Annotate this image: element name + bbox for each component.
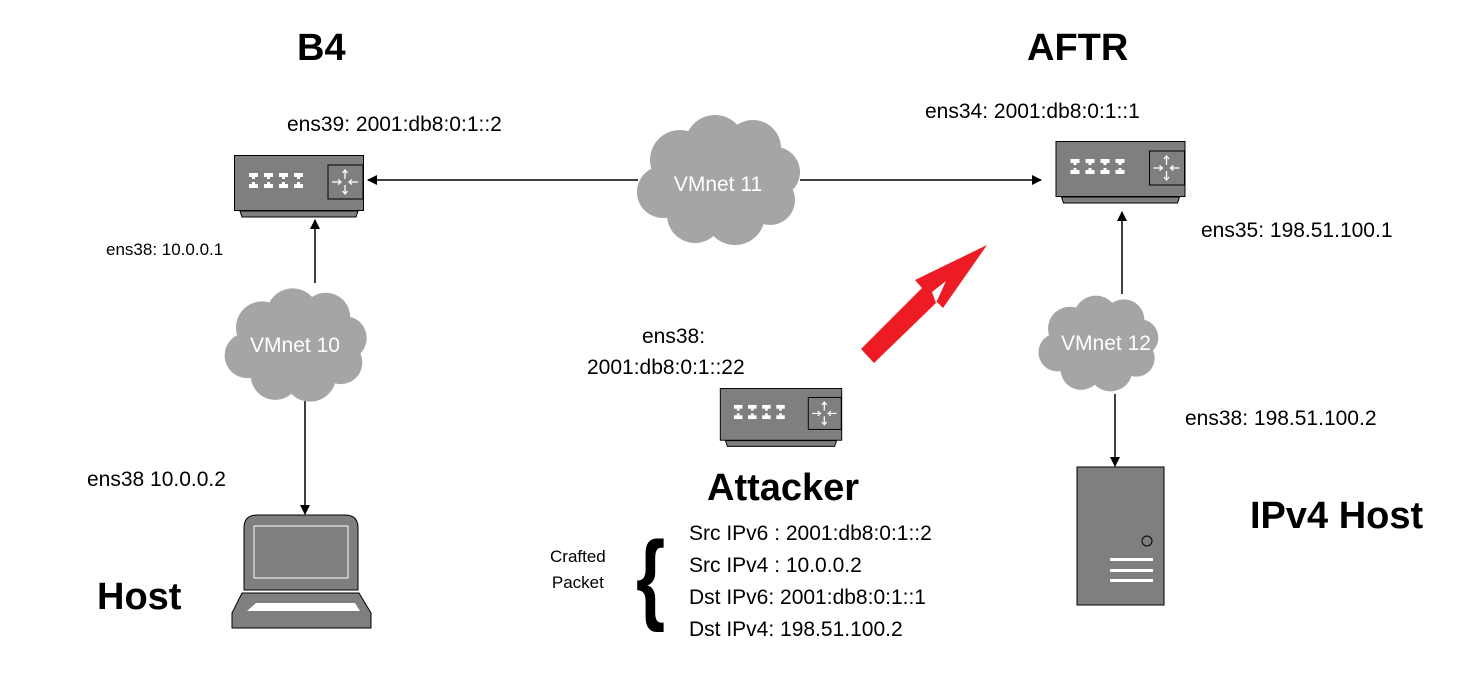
links xyxy=(300,175,1127,515)
crafted-packet-brace: { xyxy=(636,521,666,633)
laptop-icon xyxy=(231,514,372,629)
cloud-label-vmnet12: VMnet 12 xyxy=(1061,332,1151,355)
cloud-vmnet12: VMnet 12 xyxy=(1038,295,1159,392)
packet-field-src-ipv6: Src IPv6 : 2001:db8:0:1::2 xyxy=(689,522,932,545)
attacker-ens38-label: ens38: xyxy=(642,325,706,348)
attack-arrow-icon xyxy=(861,245,987,363)
attacker-ens38-address: 2001:db8:0:1::22 xyxy=(587,356,745,379)
crafted-label-line1: Crafted xyxy=(550,547,606,566)
b4-title: B4 xyxy=(297,27,346,69)
cloud-vmnet10: VMnet 10 xyxy=(224,288,367,402)
b4-ens39-label: ens39: 2001:db8:0:1::2 xyxy=(287,113,502,136)
packet-field-dst-ipv6: Dst IPv6: 2001:db8:0:1::1 xyxy=(689,586,926,609)
aftr-ens35-label: ens35: 198.51.100.1 xyxy=(1201,219,1393,242)
aftr-title: AFTR xyxy=(1027,27,1129,69)
attacker-title: Attacker xyxy=(707,467,860,509)
crafted-packet-label: Crafted Packet xyxy=(550,544,606,596)
crafted-packet-fields: Src IPv6 : 2001:db8:0:1::2 Src IPv4 : 10… xyxy=(689,518,932,646)
b4-router-icon xyxy=(234,155,364,218)
crafted-label-line2: Packet xyxy=(551,573,604,592)
cloud-label-vmnet11: VMnet 11 xyxy=(674,173,762,196)
server-icon xyxy=(1076,466,1165,606)
b4-ens38-label: ens38: 10.0.0.1 xyxy=(106,240,224,259)
aftr-router-icon xyxy=(1055,141,1186,204)
packet-field-src-ipv4: Src IPv4 : 10.0.0.2 xyxy=(689,554,862,577)
aftr-ens34-label: ens34: 2001:db8:0:1::1 xyxy=(925,100,1140,123)
packet-field-dst-ipv4: Dst IPv4: 198.51.100.2 xyxy=(689,618,903,641)
host-ens38-label: ens38 10.0.0.2 xyxy=(87,468,226,491)
ipv4-host-ens38-label: ens38: 198.51.100.2 xyxy=(1185,407,1377,430)
host-title: Host xyxy=(97,576,182,618)
ipv4-host-title: IPv4 Host xyxy=(1250,495,1424,537)
cloud-label-vmnet10: VMnet 10 xyxy=(250,334,340,357)
attacker-router-icon xyxy=(719,388,843,448)
cloud-vmnet11: VMnet 11 xyxy=(637,115,800,245)
